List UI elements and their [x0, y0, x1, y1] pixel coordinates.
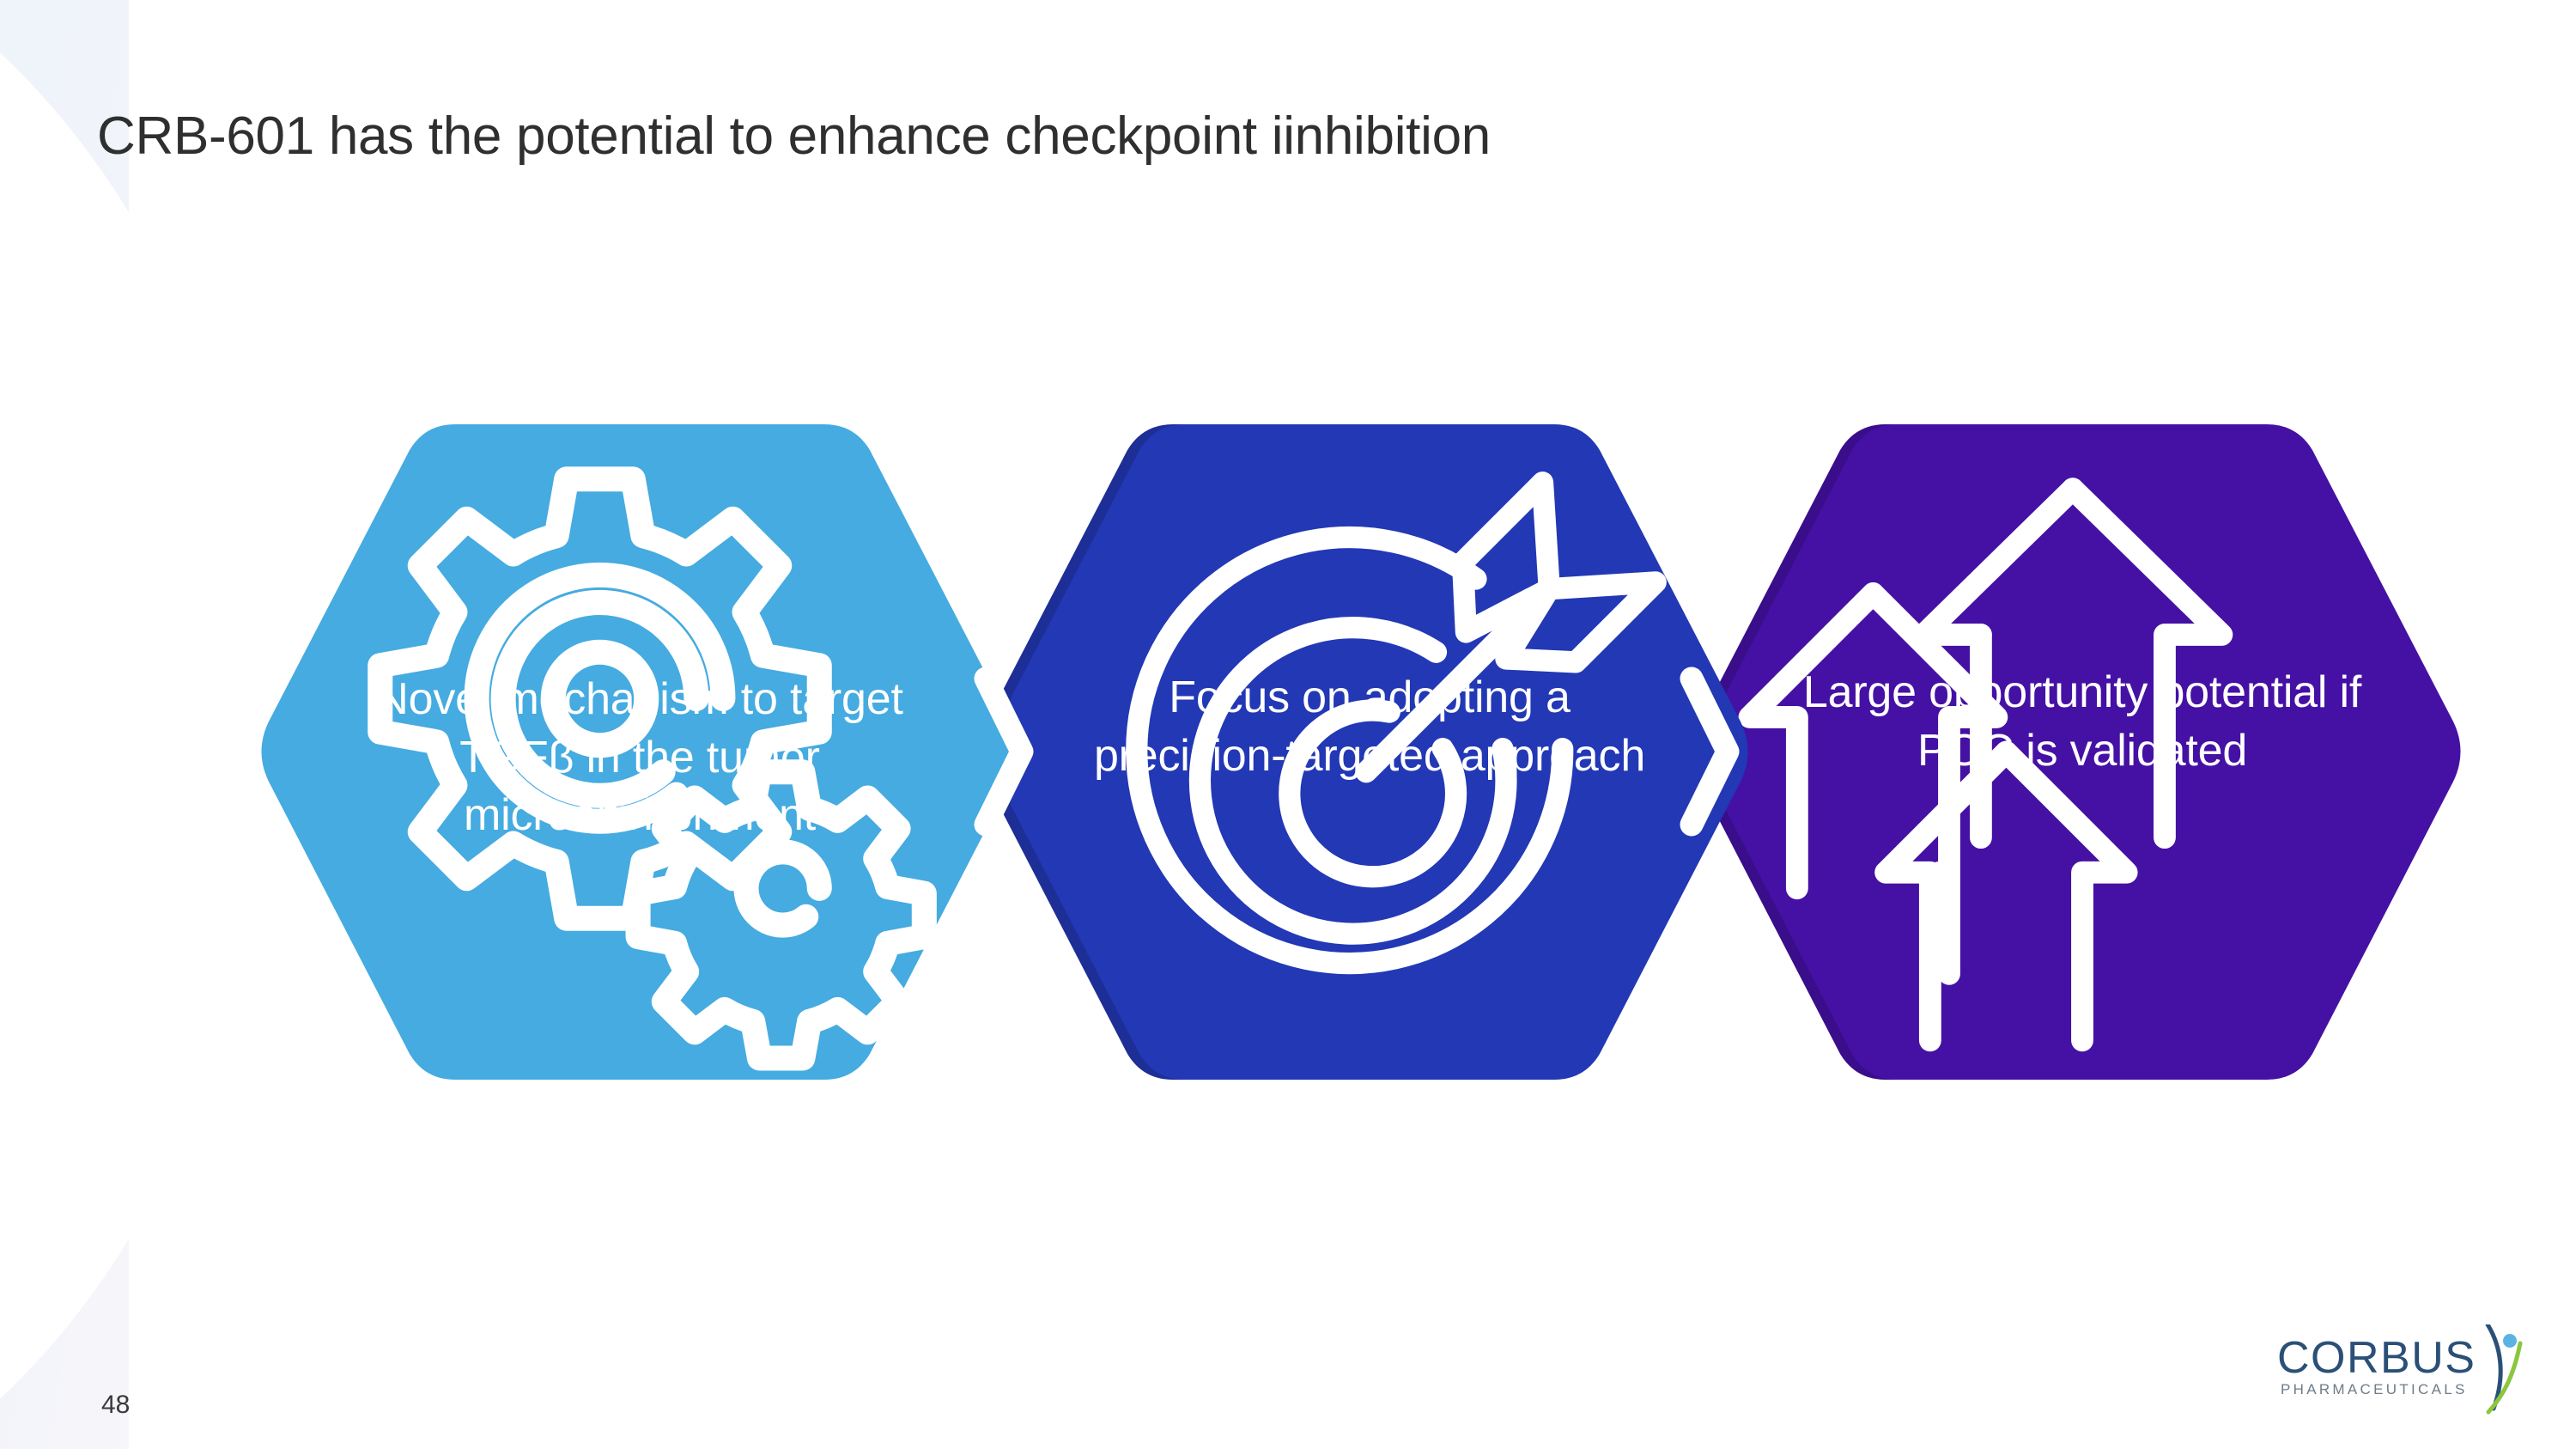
hexagon-card-1[interactable]: Novel mechanism to target TGFβ in the tu… — [261, 419, 1018, 1085]
hexagon-card-2[interactable]: Focus on adopting a precision-targeted a… — [979, 419, 1748, 1085]
logo-green-arc — [2486, 1341, 2523, 1415]
hexagon-card-3[interactable]: Large opportunity potential if POC is va… — [1692, 419, 2461, 1085]
logo-dot — [2503, 1334, 2517, 1348]
hexagon-shape-2 — [979, 424, 1748, 1080]
hexagon-shape-3 — [1692, 424, 2461, 1080]
logo-subtitle: PHARMACEUTICALS — [2281, 1381, 2468, 1397]
corbus-logo: CORBUS PHARMACEUTICALS — [2275, 1322, 2524, 1419]
hexagon-row: Novel mechanism to target TGFβ in the tu… — [0, 419, 2576, 1089]
page-title: CRB-601 has the potential to enhance che… — [97, 107, 1491, 166]
page-number: 48 — [101, 1391, 131, 1419]
hexagon-shape-1 — [261, 424, 1018, 1080]
logo-wordmark: CORBUS — [2277, 1333, 2476, 1383]
